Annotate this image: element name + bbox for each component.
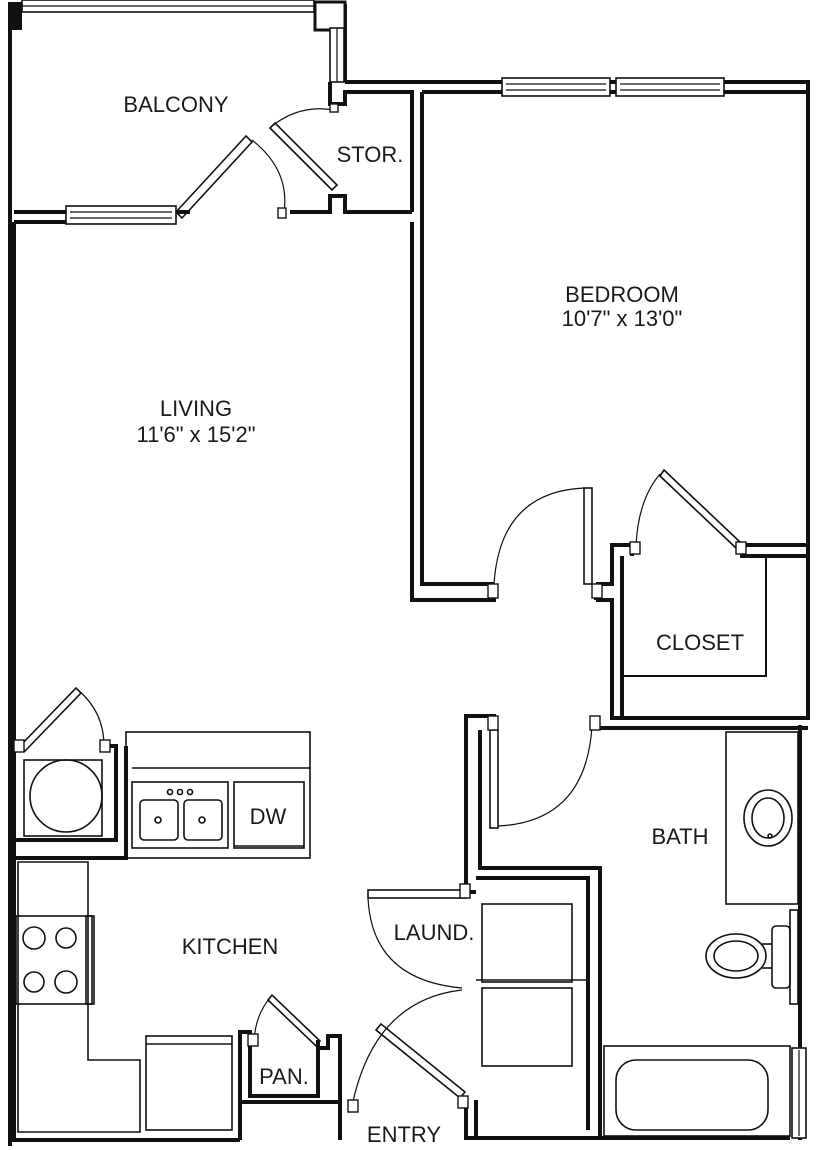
dryer: [481, 987, 573, 1067]
door-entry: [347, 989, 469, 1113]
bath-label: BATH: [651, 824, 708, 849]
door-bath: [487, 715, 601, 829]
door-storage: [268, 103, 339, 192]
balcony-label: BALCONY: [123, 92, 228, 117]
closet-label: CLOSET: [656, 630, 744, 655]
window-bedroom-left: [501, 77, 611, 97]
window-bath: [791, 1047, 807, 1139]
window-living: [65, 205, 177, 225]
kitchen-sink: [131, 781, 229, 849]
refrigerator: [145, 1035, 233, 1131]
entry-label: ENTRY: [367, 1122, 441, 1147]
bedroom-walls: [410, 90, 808, 720]
living-label: LIVING: [160, 396, 232, 421]
laundry-label: LAUND.: [394, 920, 475, 945]
door-laundry: [367, 883, 471, 989]
door-bedroom: [487, 487, 603, 599]
bedroom-dims: 10'7" x 13'0": [562, 306, 683, 331]
laundry-fixtures: [476, 903, 588, 1067]
storage-label: STOR.: [337, 142, 404, 167]
windows: [21, 0, 807, 1139]
dishwasher: DW: [233, 781, 305, 849]
storage-walls: [328, 82, 414, 212]
washer: [481, 903, 573, 983]
door-balcony: [174, 134, 287, 220]
pantry-label: PAN.: [259, 1064, 309, 1089]
bathtub: [603, 1045, 791, 1137]
kitchen-fixtures: DW: [15, 731, 311, 1133]
exterior-walls: [8, 0, 810, 1146]
window-bedroom-right: [615, 77, 725, 97]
door-closet: [629, 468, 747, 555]
dishwasher-label: DW: [250, 804, 287, 829]
toilet: [705, 909, 799, 1005]
room-labels: BALCONY STOR. BEDROOM 10'7" x 13'0" LIVI…: [123, 92, 744, 1147]
balcony-wall: [12, 194, 412, 1140]
doors: [13, 103, 747, 1113]
window-balcony-top: [21, 0, 315, 13]
kitchen-label: KITCHEN: [182, 934, 279, 959]
stove: [15, 915, 95, 1005]
window-balcony-side: [329, 27, 345, 83]
bedroom-label: BEDROOM: [565, 282, 679, 307]
laundry-walls: [318, 1034, 478, 1140]
vanity: [725, 731, 799, 905]
bath-walls: [464, 714, 808, 1138]
door-hvac-closet: [13, 686, 111, 753]
water-heater: [23, 759, 103, 837]
closet-walls: [620, 556, 767, 718]
living-dims: 11'6" x 15'2": [136, 422, 255, 447]
door-pantry: [247, 993, 322, 1048]
bath-fixtures: [603, 731, 799, 1137]
